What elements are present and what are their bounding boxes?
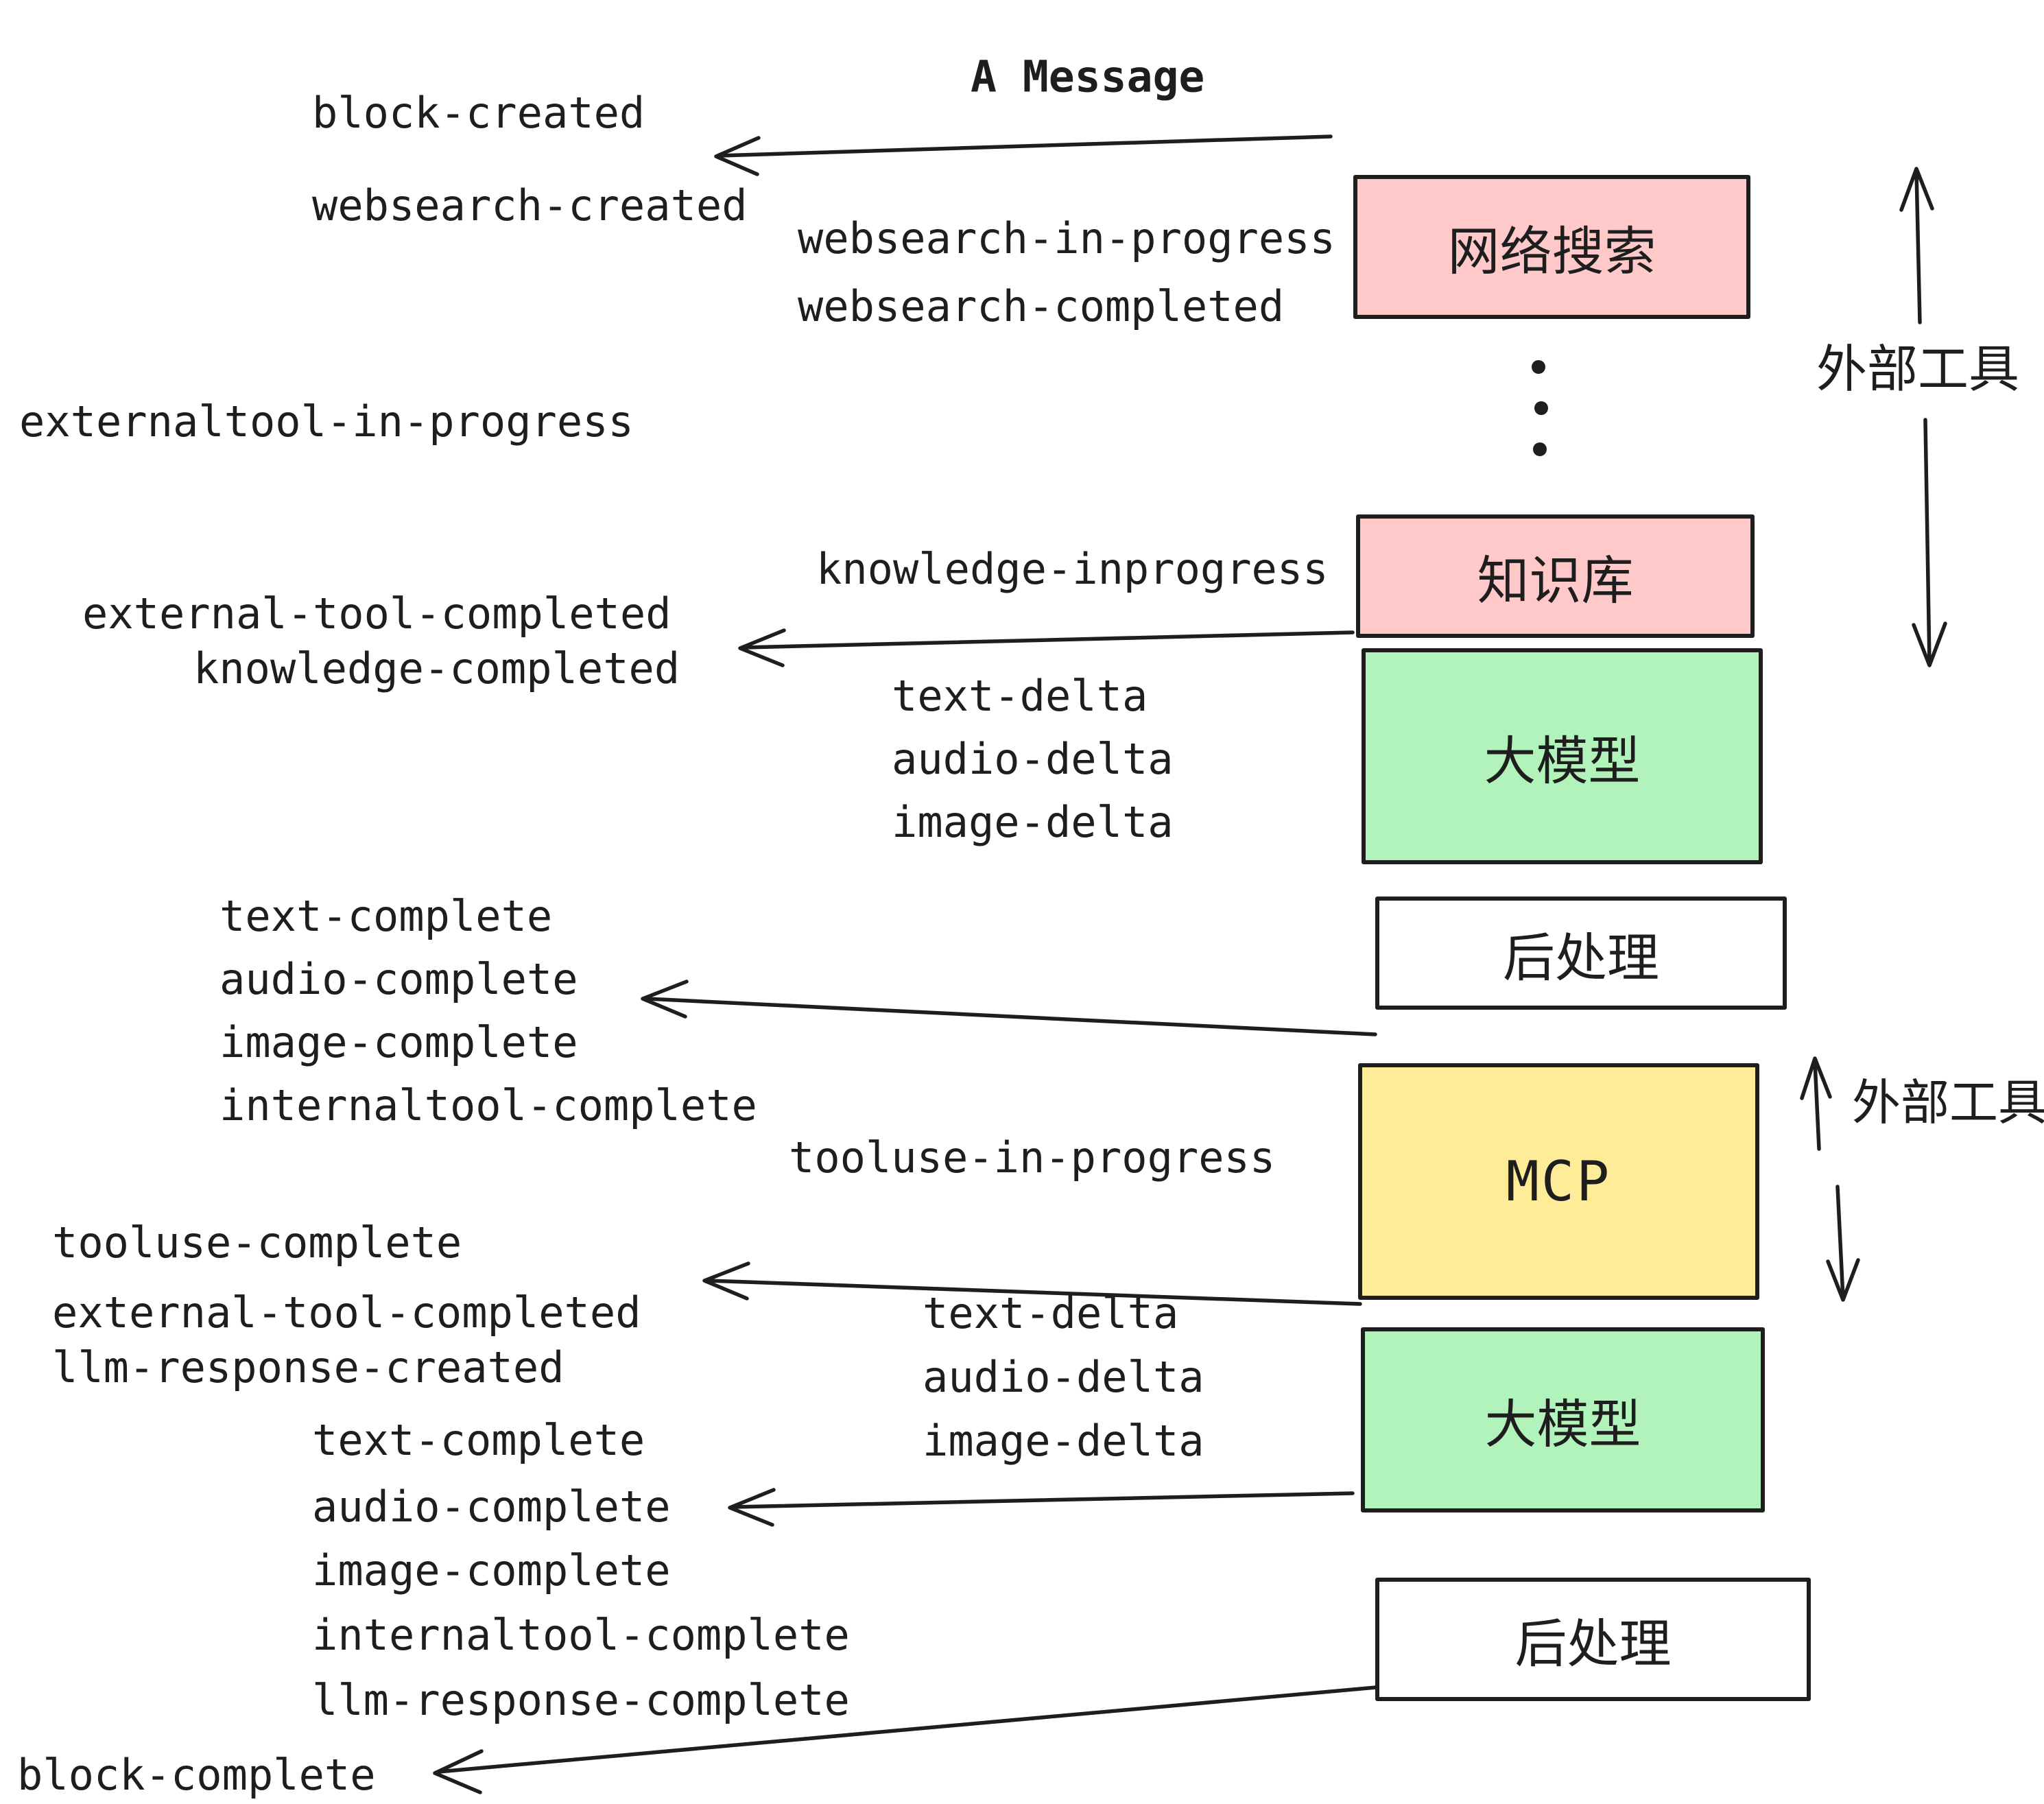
event-block-complete: block-complete: [17, 1750, 376, 1800]
box-mcp: MCP: [1358, 1063, 1759, 1300]
event-image-delta-1: image-delta: [892, 797, 1174, 847]
event-internaltool-complete-1: internaltool-complete: [219, 1080, 757, 1130]
box-llm-2-label: 大模型: [1484, 1394, 1641, 1455]
event-audio-delta-1: audio-delta: [892, 734, 1174, 784]
event-block-created: block-created: [312, 88, 645, 138]
external-tools-down-arrow-1: [1912, 418, 1947, 667]
event-audio-complete-2: audio-complete: [312, 1482, 671, 1532]
event-internaltool-complete-2: internaltool-complete: [312, 1610, 850, 1660]
event-external-tool-completed-1: external-tool-completed: [82, 589, 672, 639]
event-image-delta-2: image-delta: [923, 1416, 1204, 1466]
event-websearch-created: websearch-created: [312, 180, 748, 230]
box-websearch: 网络搜索: [1353, 175, 1750, 319]
box-llm-2: 大模型: [1361, 1327, 1765, 1512]
box-knowledge: 知识库: [1356, 514, 1755, 638]
event-knowledge-completed: knowledge-completed: [193, 643, 680, 693]
side-label-external-tools-2: 外部工具: [1852, 1074, 2044, 1131]
box-postprocess-2: 后处理: [1375, 1578, 1811, 1701]
event-text-complete-2: text-complete: [312, 1415, 645, 1465]
diagram-title: A Message: [971, 51, 1205, 102]
arrow-to-audio-complete: [728, 1488, 1355, 1527]
arrow-to-block-created: [714, 134, 1333, 176]
box-mcp-label: MCP: [1506, 1150, 1612, 1213]
event-external-tool-completed-2: external-tool-completed: [52, 1287, 641, 1338]
box-postprocess-2-label: 后处理: [1514, 1613, 1672, 1674]
box-knowledge-label: 知识库: [1477, 550, 1634, 611]
event-llm-response-created: llm-response-created: [52, 1342, 565, 1392]
box-postprocess-1: 后处理: [1375, 897, 1787, 1010]
event-text-complete-1: text-complete: [219, 891, 553, 941]
box-llm-1-label: 大模型: [1484, 730, 1641, 792]
external-tools-down-arrow-2: [1826, 1185, 1860, 1302]
event-websearch-completed: websearch-completed: [798, 281, 1285, 331]
arrow-to-image-complete: [641, 980, 1377, 1036]
side-label-external-tools-1: 外部工具: [1816, 340, 2019, 399]
event-text-delta-1: text-delta: [892, 671, 1148, 721]
event-image-complete-1: image-complete: [219, 1017, 578, 1067]
external-tools-up-arrow-2: [1800, 1056, 1832, 1151]
arrow-to-knowledge-completed: [738, 628, 1355, 667]
box-postprocess-1-label: 后处理: [1503, 927, 1659, 988]
event-text-delta-2: text-delta: [923, 1288, 1179, 1338]
event-tooluse-complete: tooluse-complete: [52, 1218, 462, 1268]
event-externaltool-in-progress: externaltool-in-progress: [19, 396, 634, 447]
vertical-ellipsis-icon: [1532, 360, 1548, 456]
box-websearch-label: 网络搜索: [1447, 221, 1656, 282]
event-llm-response-complete: llm-response-complete: [312, 1675, 850, 1725]
event-audio-complete-1: audio-complete: [219, 954, 578, 1004]
event-audio-delta-2: audio-delta: [923, 1352, 1204, 1402]
event-tooluse-in-progress: tooluse-in-progress: [789, 1132, 1276, 1183]
box-llm-1: 大模型: [1362, 648, 1763, 864]
event-knowledge-inprogress: knowledge-inprogress: [816, 544, 1329, 594]
event-image-complete-2: image-complete: [312, 1545, 671, 1595]
external-tools-up-arrow-1: [1899, 167, 1934, 324]
event-websearch-in-progress: websearch-in-progress: [798, 213, 1335, 263]
